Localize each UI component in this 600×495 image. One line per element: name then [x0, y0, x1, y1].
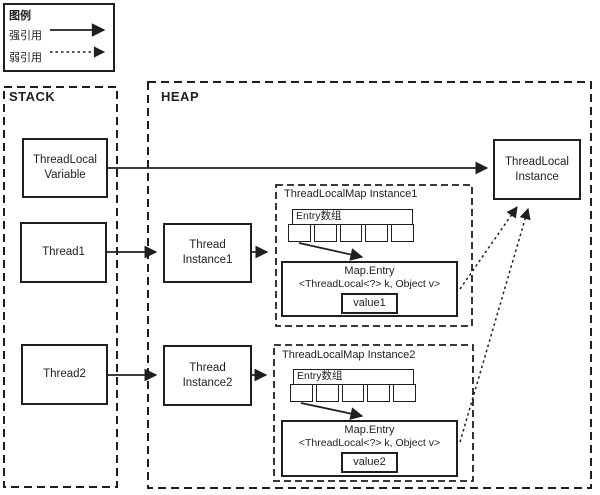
- thread-instance1-box: Thread Instance1: [163, 223, 252, 283]
- map-entry2-title: Map.Entry: [344, 424, 395, 436]
- entry-cell: [288, 224, 311, 242]
- entry-array1-cells: [288, 224, 414, 242]
- thread1-box: Thread1: [20, 222, 107, 283]
- arrow-entry2-cell-to-map-entry2: [300, 402, 364, 420]
- thread-instance2-box: Thread Instance2: [163, 345, 252, 406]
- entry-cell: [315, 384, 339, 402]
- entry-cell: [341, 384, 365, 402]
- map-entry1-title: Map.Entry: [344, 265, 395, 277]
- entry-cell: [365, 224, 389, 242]
- entry-array1-label: Entry数组: [292, 209, 413, 225]
- threadlocal-instance-box: ThreadLocal Instance: [493, 139, 581, 200]
- legend-weak-ref-label: 弱引用: [9, 52, 42, 64]
- entry-cell: [339, 224, 363, 242]
- threadlocal-variable-box: ThreadLocal Variable: [22, 138, 108, 198]
- entry-cell: [391, 224, 414, 242]
- entry-array2-label: Entry数组: [293, 369, 414, 385]
- weak-arrow-map-entry1-to-threadlocal-instance: [459, 206, 518, 290]
- weak-arrow-map-entry2-to-threadlocal-instance: [459, 207, 531, 443]
- legend-box: 图例 强引用 弱引用: [3, 3, 115, 72]
- value1-box: value1: [341, 293, 398, 314]
- entry-cell: [290, 384, 313, 402]
- heap-region-label: HEAP: [161, 89, 200, 104]
- map-entry2-signature: <ThreadLocal<?> k, Object v>: [298, 437, 441, 449]
- stack-region-label: STACK: [9, 89, 56, 104]
- map-entry1-signature: <ThreadLocal<?> k, Object v>: [298, 278, 441, 290]
- map-entry1-box: Map.Entry <ThreadLocal<?> k, Object v> v…: [281, 261, 458, 317]
- entry-cell: [367, 384, 391, 402]
- arrow-entry1-cell-to-map-entry1: [298, 242, 364, 261]
- value2-box: value2: [341, 452, 398, 473]
- legend-title: 图例: [9, 10, 31, 22]
- threadlocalmap1-title: ThreadLocalMap Instance1: [284, 188, 418, 200]
- map-entry2-box: Map.Entry <ThreadLocal<?> k, Object v> v…: [281, 420, 458, 477]
- threadlocalmap2-title: ThreadLocalMap Instance2: [282, 349, 416, 361]
- entry-array2-cells: [290, 384, 416, 402]
- legend-strong-ref-label: 强引用: [9, 30, 42, 42]
- entry-cell: [313, 224, 337, 242]
- entry-cell: [393, 384, 416, 402]
- thread2-box: Thread2: [21, 344, 108, 405]
